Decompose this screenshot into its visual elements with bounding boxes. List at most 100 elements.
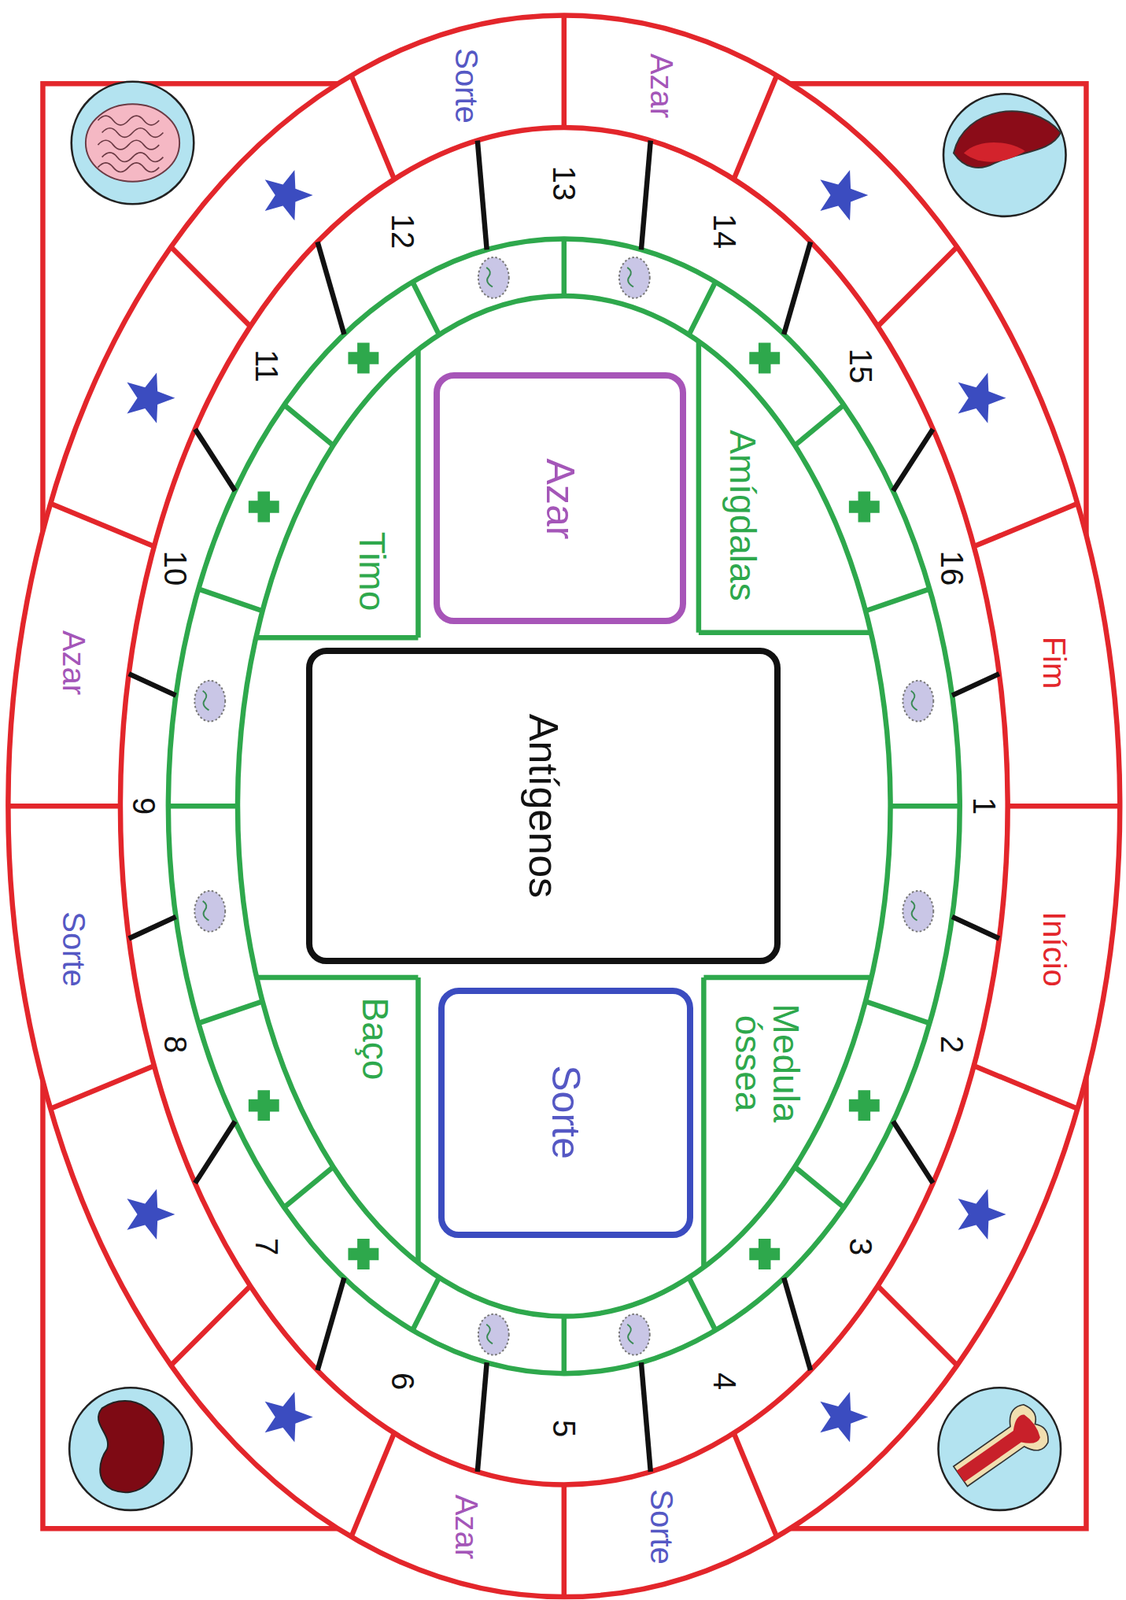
node-label: Baço bbox=[356, 996, 395, 1080]
space-number: 9 bbox=[127, 797, 161, 815]
space-divider bbox=[198, 1000, 263, 1023]
star-symbol bbox=[265, 169, 314, 221]
space-divider bbox=[890, 803, 960, 809]
space-divider bbox=[170, 1285, 251, 1366]
brain-fold bbox=[97, 162, 159, 173]
node-label: Sorte bbox=[545, 1064, 587, 1160]
region-border bbox=[415, 0, 421, 638]
space-divider bbox=[284, 1166, 333, 1208]
number-divider bbox=[195, 1121, 236, 1184]
space-divider bbox=[877, 1285, 957, 1366]
space-number: 14 bbox=[708, 213, 742, 249]
region-border bbox=[415, 977, 421, 1600]
plus-symbol bbox=[749, 343, 780, 374]
space-label: Sorte bbox=[450, 47, 484, 124]
number-divider bbox=[641, 1362, 651, 1472]
space-divider bbox=[350, 1432, 395, 1537]
space-label: Azar bbox=[450, 1494, 484, 1559]
node-label: Amígdalas bbox=[723, 429, 761, 601]
space-divider bbox=[561, 1484, 567, 1597]
lymph-node-detail bbox=[203, 690, 210, 711]
bone-icon bbox=[946, 1400, 1054, 1497]
space-divider bbox=[734, 1432, 778, 1537]
lymph-node-icon bbox=[478, 257, 510, 299]
lymph-node-icon bbox=[902, 680, 934, 722]
organ-region: Timo bbox=[250, 375, 419, 638]
space-divider bbox=[974, 503, 1079, 547]
board-ring bbox=[120, 127, 1008, 1485]
space-divider bbox=[412, 281, 440, 335]
organ-icon bbox=[963, 142, 1026, 163]
star-symbol bbox=[958, 1188, 1007, 1240]
space-number: 12 bbox=[386, 213, 420, 249]
organ-icon bbox=[953, 110, 1061, 168]
number-divider bbox=[317, 241, 345, 335]
star-symbol bbox=[958, 372, 1007, 424]
space-number: 2 bbox=[935, 1035, 969, 1053]
organ-medallion bbox=[69, 1387, 192, 1510]
space-divider bbox=[1007, 803, 1121, 809]
lymph-node-detail bbox=[627, 267, 634, 288]
lymph-node-icon bbox=[902, 890, 934, 932]
lymph-node-detail bbox=[627, 1324, 634, 1344]
space-divider bbox=[974, 1065, 1079, 1109]
lymph-node-detail bbox=[486, 1324, 493, 1344]
plus-symbol bbox=[347, 1238, 379, 1270]
brain-fold bbox=[102, 152, 164, 163]
star-symbol bbox=[819, 169, 868, 221]
node-label: Azar bbox=[539, 458, 581, 540]
brain-fold bbox=[102, 128, 164, 138]
lymph-node-icon bbox=[194, 890, 226, 932]
space-number: 15 bbox=[844, 348, 878, 384]
space-divider bbox=[170, 247, 251, 327]
node-label: Timo bbox=[353, 531, 392, 612]
space-divider bbox=[794, 405, 844, 446]
space-divider bbox=[877, 247, 957, 327]
space-divider bbox=[689, 281, 717, 335]
space-divider bbox=[865, 1000, 930, 1023]
organ-medallion bbox=[938, 1387, 1062, 1510]
star-symbol bbox=[819, 1391, 868, 1442]
space-number: 6 bbox=[386, 1372, 420, 1390]
plus-symbol bbox=[347, 343, 379, 374]
lymph-node-detail bbox=[486, 267, 493, 288]
space-divider bbox=[412, 1277, 440, 1330]
space-number: 7 bbox=[250, 1236, 284, 1255]
space-divider bbox=[734, 75, 778, 180]
number-divider bbox=[129, 673, 177, 696]
space-number: 3 bbox=[844, 1236, 878, 1255]
space-divider bbox=[561, 14, 567, 128]
brain-icon bbox=[85, 103, 180, 182]
bone-outline bbox=[946, 1400, 1054, 1497]
number-divider bbox=[641, 140, 651, 251]
space-number: 10 bbox=[158, 550, 192, 586]
star-symbol bbox=[265, 1391, 314, 1442]
space-number: 13 bbox=[547, 166, 581, 202]
node-label: Antígenos bbox=[522, 713, 566, 898]
plus-symbol bbox=[248, 491, 280, 522]
space-label: Azar bbox=[57, 630, 91, 695]
number-divider bbox=[195, 428, 236, 492]
lymph-node-detail bbox=[911, 690, 918, 711]
brain-fold bbox=[97, 115, 159, 126]
number-divider bbox=[952, 916, 1000, 939]
space-divider bbox=[168, 803, 238, 809]
space-divider bbox=[50, 1065, 155, 1109]
region-border bbox=[701, 977, 706, 1600]
brain-fold bbox=[97, 140, 159, 150]
space-divider bbox=[561, 238, 567, 296]
number-divider bbox=[893, 1121, 934, 1184]
number-divider bbox=[129, 916, 177, 939]
board-ring bbox=[168, 238, 960, 1374]
lymph-node-icon bbox=[478, 1314, 510, 1355]
space-label: Fim bbox=[1037, 636, 1071, 690]
number-divider bbox=[783, 1277, 811, 1371]
space-number: 8 bbox=[158, 1035, 192, 1053]
space-divider bbox=[284, 405, 333, 446]
bone-marrow bbox=[951, 1411, 1043, 1489]
space-divider bbox=[198, 588, 263, 611]
plus-symbol bbox=[849, 1089, 880, 1121]
space-label: Azar bbox=[645, 53, 679, 119]
